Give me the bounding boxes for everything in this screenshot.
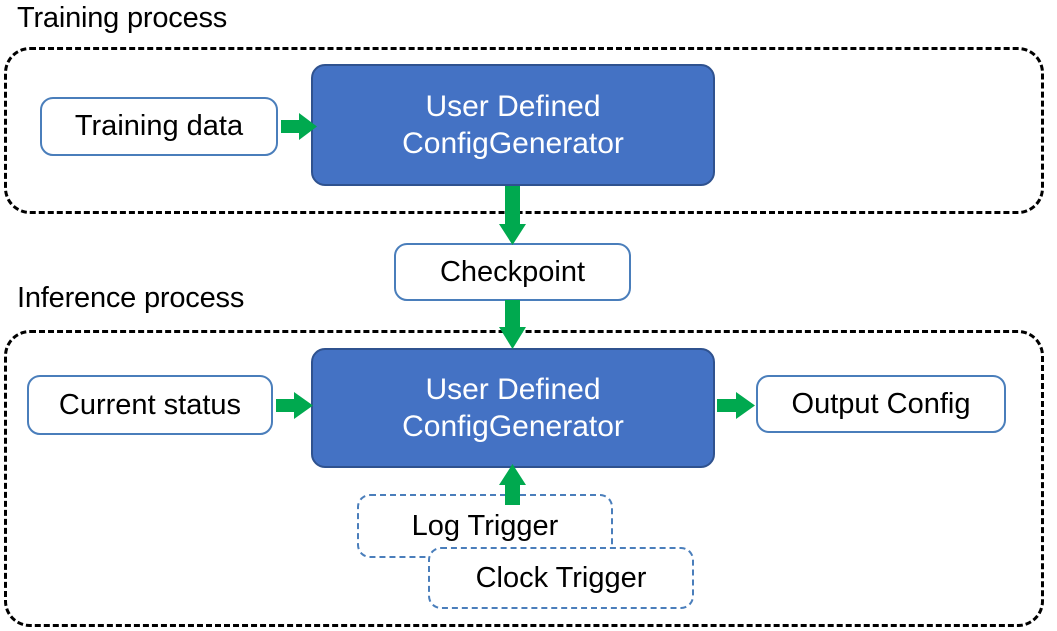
training-config-generator-line2: ConfigGenerator (402, 127, 624, 160)
clock-trigger-box[interactable]: Clock Trigger (428, 547, 694, 609)
training-process-title: Training process (17, 2, 228, 34)
output-config-box[interactable]: Output Config (756, 375, 1006, 433)
training-process-container (4, 47, 1044, 214)
checkpoint-box[interactable]: Checkpoint (394, 243, 631, 301)
training-config-generator-box[interactable]: User Defined ConfigGenerator (311, 64, 715, 186)
inference-config-generator-line2: ConfigGenerator (402, 410, 624, 443)
training-data-box[interactable]: Training data (40, 97, 278, 156)
inference-config-generator-line1: User Defined (425, 372, 601, 406)
current-status-box[interactable]: Current status (27, 375, 273, 435)
inference-process-title: Inference process (17, 282, 245, 314)
training-config-generator-line1: User Defined (425, 89, 601, 123)
inference-config-generator-box[interactable]: User Defined ConfigGenerator (311, 348, 715, 468)
